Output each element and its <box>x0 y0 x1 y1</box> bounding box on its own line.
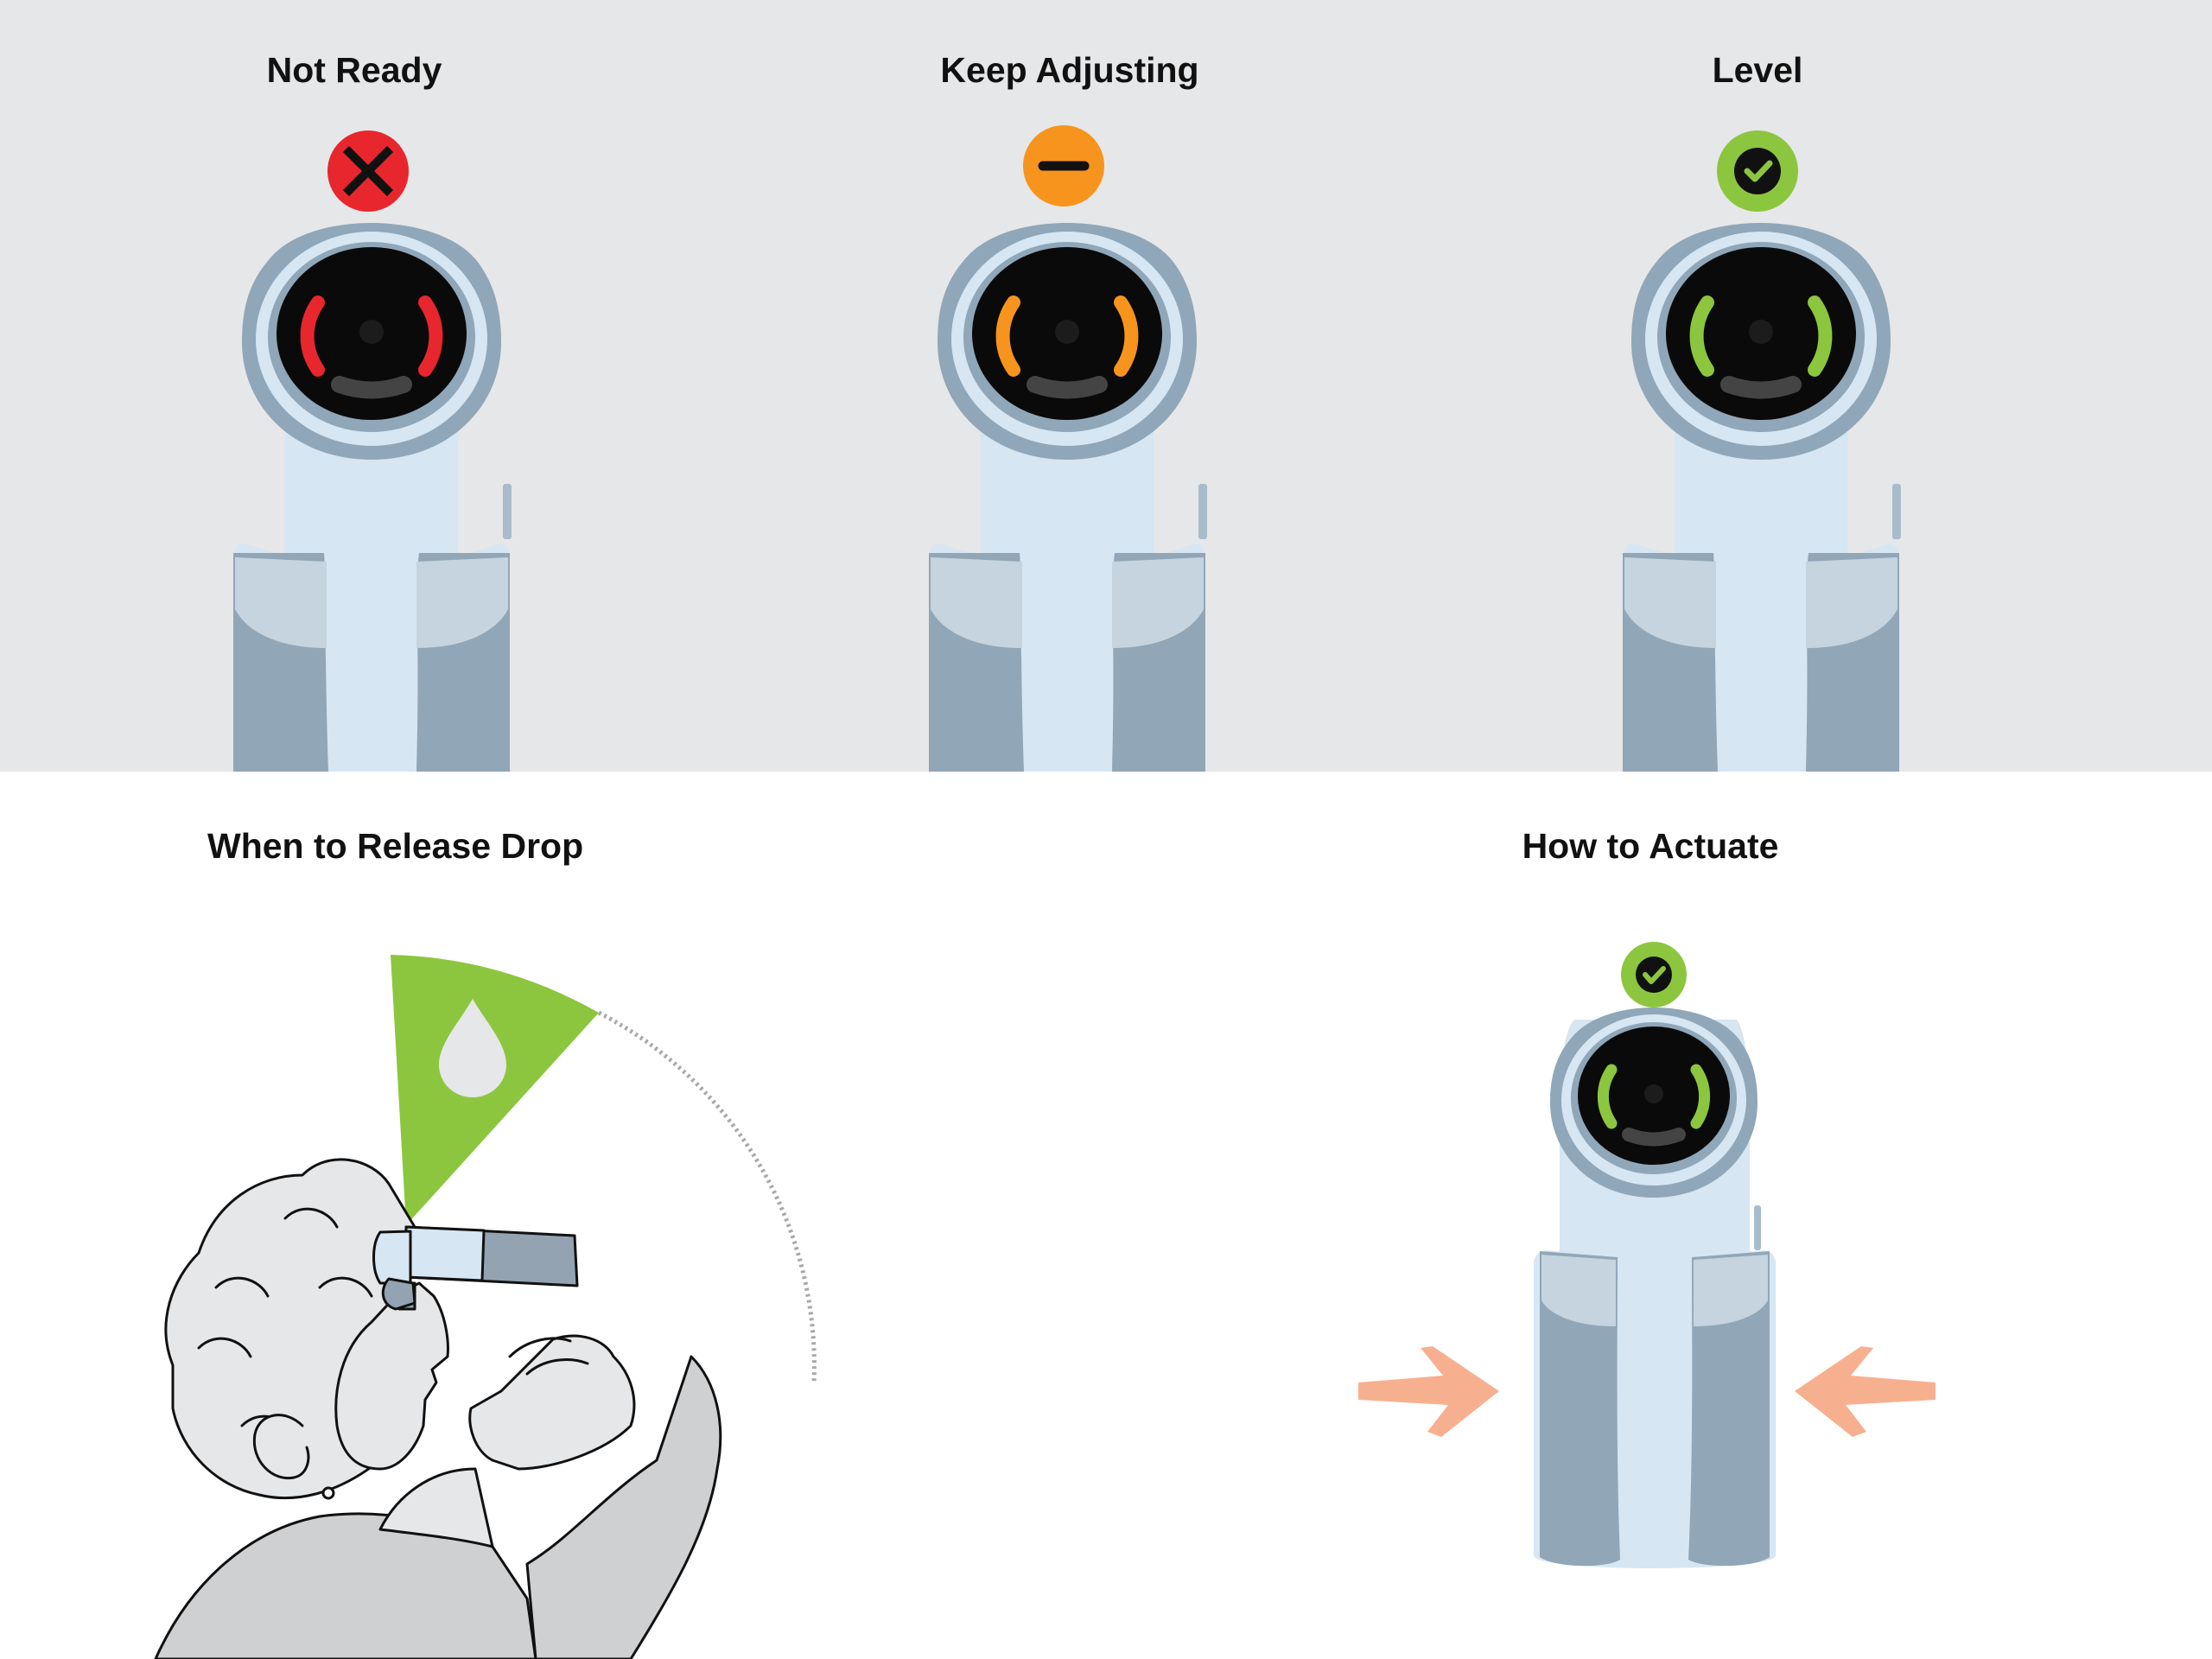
release-zone <box>391 955 599 1225</box>
drop-icon <box>439 999 506 1097</box>
state-title-keep-adjusting: Keep Adjusting <box>940 50 1199 90</box>
section-title-how-to-actuate: How to Actuate <box>1522 826 1779 866</box>
device-level <box>1623 130 1901 772</box>
squeeze-arrow-right <box>1795 1346 1936 1437</box>
state-title-not-ready: Not Ready <box>266 50 442 90</box>
device-eyepiece <box>242 223 501 460</box>
check-icon <box>1744 160 1773 182</box>
status-indicator-red <box>327 130 409 212</box>
squeeze-arrow-left <box>1358 1346 1499 1437</box>
device-eyepiece <box>1550 1007 1758 1198</box>
tilt-arc <box>597 1010 817 1383</box>
status-indicator-green <box>1717 130 1798 212</box>
person-figure <box>154 1158 722 1659</box>
dropper-device <box>372 1225 579 1311</box>
actuate-illustration <box>1358 942 1936 1568</box>
device-not-ready <box>233 130 512 772</box>
state-title-level: Level <box>1712 50 1803 90</box>
status-indicator-green <box>1621 942 1687 1007</box>
x-icon <box>342 145 394 197</box>
device-eyepiece <box>938 223 1197 460</box>
release-drop-illustration <box>154 955 817 1659</box>
device-eyepiece <box>1631 223 1891 460</box>
check-icon <box>1643 966 1666 984</box>
status-indicator-orange <box>1023 125 1104 207</box>
device-body <box>233 251 512 772</box>
device-keep-adjusting <box>929 125 1207 772</box>
section-title-release-drop: When to Release Drop <box>207 826 584 866</box>
